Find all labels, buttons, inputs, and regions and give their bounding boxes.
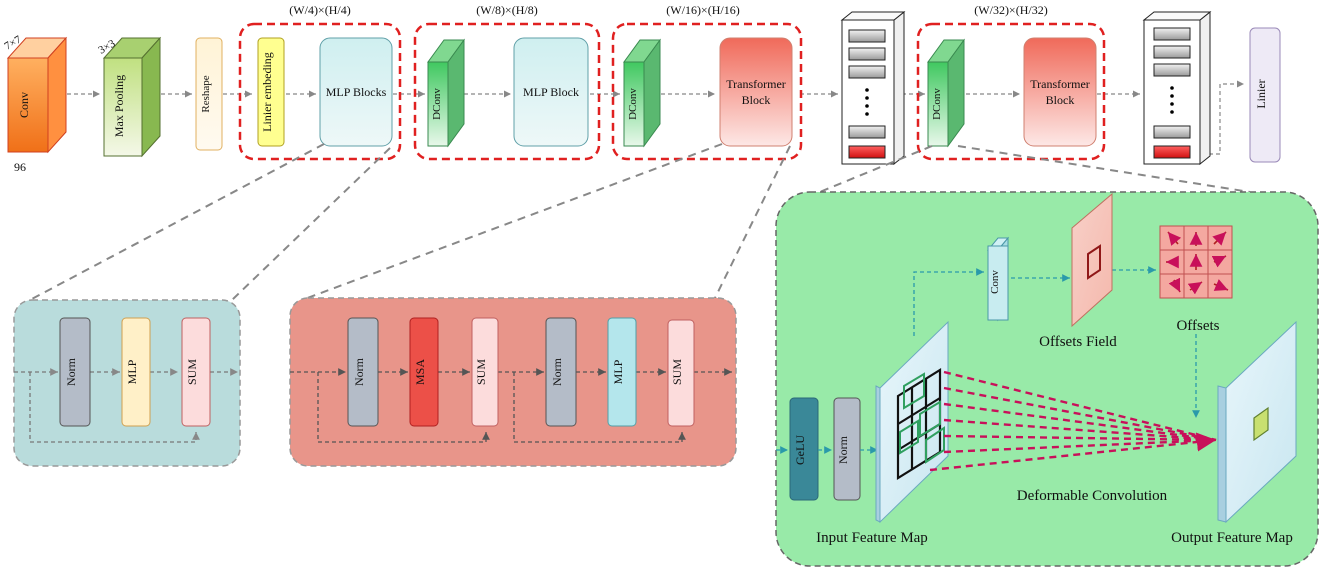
mlp-detail-mlp-label: MLP (125, 359, 139, 384)
reshape-block: Reshape (195, 37, 223, 151)
output-feature-map-label: Output Feature Map (1171, 530, 1293, 546)
zoom-guides (29, 143, 1251, 301)
mlp-detail-sum-label: SUM (185, 359, 199, 385)
linear-label: Linier (1254, 79, 1268, 108)
dconv-label-stage2: DConv (431, 88, 443, 120)
transformer-label-line2-s4: Block (1046, 93, 1075, 107)
conv-channels-label: 96 (14, 160, 26, 174)
transformer-label-line1: Transformer (726, 77, 786, 91)
trans-detail-sum2-label: SUM (670, 359, 684, 385)
conv-block: Conv (6, 36, 68, 154)
dconv-label-stage4: DConv (931, 88, 943, 120)
deformable-convolution-label: Deformable Convolution (1017, 488, 1168, 504)
conv-label: Conv (17, 92, 31, 118)
dconv-norm-label: Norm (836, 435, 850, 464)
gelu-label: GeLU (793, 435, 807, 465)
dconv-conv-label: Conv (989, 270, 1001, 294)
stage1-box (238, 22, 402, 161)
stage4-box (916, 22, 1106, 161)
offsets-label: Offsets (1176, 318, 1219, 334)
linear-embedding-block: Linier embeding (257, 37, 285, 147)
mlp-blocks-block: MLP Blocks (319, 37, 393, 147)
trans-detail-msa-label: MSA (413, 359, 427, 385)
transformer-block-stage3: Transformer Block (719, 37, 793, 147)
mlp-blocks-label: MLP Blocks (326, 85, 387, 99)
mlp-detail-norm-label: Norm (64, 357, 78, 386)
dconv-block-stage4: DConv (927, 38, 965, 148)
linear-block: Linier (1249, 27, 1281, 163)
transformer-label-line2: Block (742, 93, 771, 107)
mlp-block-stage2: MLP Block (513, 37, 589, 147)
reshape-label: Reshape (200, 75, 212, 112)
transformer-label-line1-s4: Transformer (1030, 77, 1090, 91)
stage3-box (611, 22, 803, 161)
stage2-box (413, 22, 601, 161)
dconv-label-stage3: DConv (627, 88, 639, 120)
trans-detail-sum1-label: SUM (474, 359, 488, 385)
trans-detail-mlp-label: MLP (611, 359, 625, 384)
stage3-size-label: (W/16)×(H/16) (666, 3, 739, 17)
mlp-detail-panel: Norm MLP SUM (13, 299, 241, 467)
trans-detail-norm2-label: Norm (550, 357, 564, 386)
dconv-detail-panel: GeLU Norm (775, 191, 1319, 567)
feature-stack-1 (840, 10, 906, 166)
maxpool-label: Max Pooling (112, 75, 126, 137)
transformer-block-stage4: Transformer Block (1023, 37, 1097, 147)
dconv-block-stage2: DConv (427, 38, 465, 148)
maxpool-block: Max Pooling (102, 36, 162, 158)
stage4-size-label: (W/32)×(H/32) (974, 3, 1047, 17)
input-feature-map-label: Input Feature Map (816, 530, 928, 546)
top-flow-arrows (67, 80, 1244, 155)
transformer-detail-panel: Norm MSA SUM Norm MLP SUM (289, 297, 737, 467)
stage1-size-label: (W/4)×(H/4) (289, 3, 350, 17)
feature-stack-2 (1142, 10, 1212, 166)
offsets-field-label: Offsets Field (1039, 334, 1117, 350)
linear-embedding-label: Linier embeding (260, 52, 274, 132)
dconv-block-stage3: DConv (623, 38, 661, 148)
trans-detail-norm1-label: Norm (352, 357, 366, 386)
stage2-size-label: (W/8)×(H/8) (476, 3, 537, 17)
mlp-block-label: MLP Block (523, 85, 579, 99)
